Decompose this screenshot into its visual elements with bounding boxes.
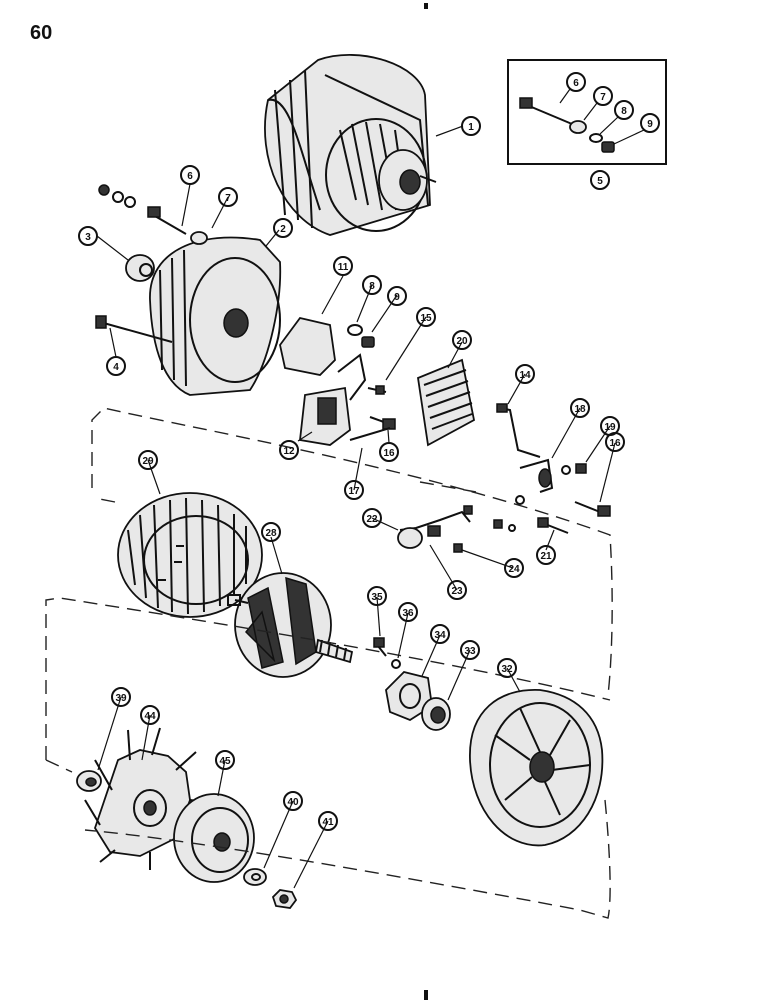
callout-41: 41 bbox=[318, 811, 338, 831]
callout-2: 2 bbox=[273, 218, 293, 238]
alternator-assembly bbox=[264, 54, 437, 236]
svg-text:4: 4 bbox=[113, 362, 119, 373]
page-number: 60 bbox=[30, 22, 53, 44]
svg-text:8: 8 bbox=[621, 106, 627, 117]
callout-22: 22 bbox=[362, 508, 382, 528]
callout-36: 36 bbox=[398, 602, 418, 622]
callout-6: 6 bbox=[180, 165, 200, 185]
callout-21: 21 bbox=[536, 545, 556, 565]
callout-4: 4 bbox=[106, 356, 126, 376]
bearing-retainer-set bbox=[373, 637, 451, 731]
svg-text:18: 18 bbox=[574, 404, 586, 415]
terminal-hardware-right bbox=[496, 403, 611, 534]
callout-45: 45 bbox=[215, 750, 235, 770]
callout-34: 34 bbox=[430, 624, 450, 644]
diode-trio-and-screws bbox=[397, 505, 516, 553]
callout-40: 40 bbox=[283, 791, 303, 811]
callout-8: 8 bbox=[362, 275, 382, 295]
svg-text:5: 5 bbox=[597, 176, 603, 187]
fan-pulley-set bbox=[76, 727, 298, 909]
svg-text:45: 45 bbox=[219, 756, 231, 767]
callout-labels: 1 2 3 4 5 6 7 8 9 11 12 14 15 16 16 17 1… bbox=[78, 72, 660, 831]
svg-text:22: 22 bbox=[366, 514, 378, 525]
svg-text:7: 7 bbox=[600, 92, 606, 103]
callout-17: 17 bbox=[344, 480, 364, 500]
callout-7: 7 bbox=[218, 187, 238, 207]
svg-text:23: 23 bbox=[451, 586, 463, 597]
svg-text:24: 24 bbox=[508, 564, 520, 575]
callout-12: 12 bbox=[279, 440, 299, 460]
callout-24: 24 bbox=[504, 558, 524, 578]
callout-3: 3 bbox=[78, 226, 98, 246]
brush-holder-and-bridge bbox=[279, 316, 396, 446]
svg-text:16: 16 bbox=[383, 448, 395, 459]
svg-text:11: 11 bbox=[338, 262, 349, 273]
svg-text:32: 32 bbox=[501, 664, 513, 675]
callout-11: 11 bbox=[333, 256, 353, 276]
callout-23: 23 bbox=[447, 580, 467, 600]
svg-text:2: 2 bbox=[280, 224, 286, 235]
svg-text:17: 17 bbox=[348, 486, 360, 497]
stator bbox=[117, 492, 263, 618]
inset-callout-6: 6 bbox=[566, 72, 586, 92]
svg-text:3: 3 bbox=[85, 232, 91, 243]
svg-text:36: 36 bbox=[402, 608, 414, 619]
slip-ring-end-frame bbox=[149, 236, 282, 396]
svg-text:39: 39 bbox=[115, 693, 127, 704]
svg-text:34: 34 bbox=[434, 630, 446, 641]
svg-text:7: 7 bbox=[225, 193, 231, 204]
svg-text:21: 21 bbox=[540, 551, 552, 562]
svg-text:20: 20 bbox=[456, 336, 468, 347]
svg-text:35: 35 bbox=[371, 592, 383, 603]
callout-18: 18 bbox=[570, 398, 590, 418]
svg-text:14: 14 bbox=[519, 370, 531, 381]
top-tick-mark bbox=[424, 3, 428, 9]
callout-32: 32 bbox=[497, 658, 517, 678]
callout-28: 28 bbox=[261, 522, 281, 542]
callout-16-left: 16 bbox=[379, 442, 399, 462]
inset-callout-8: 8 bbox=[614, 100, 634, 120]
inset-callout-7: 7 bbox=[593, 86, 613, 106]
callout-44: 44 bbox=[140, 705, 160, 725]
drive-end-dashed-outline bbox=[45, 597, 611, 919]
kit-inset-parts bbox=[519, 97, 615, 153]
callout-15: 15 bbox=[416, 307, 436, 327]
svg-text:6: 6 bbox=[187, 171, 193, 182]
svg-text:16: 16 bbox=[609, 438, 621, 449]
callout-39: 39 bbox=[111, 687, 131, 707]
callout-35: 35 bbox=[367, 586, 387, 606]
svg-text:41: 41 bbox=[322, 817, 334, 828]
svg-text:12: 12 bbox=[283, 446, 295, 457]
callout-9: 9 bbox=[387, 286, 407, 306]
svg-text:19: 19 bbox=[604, 422, 616, 433]
callout-20: 20 bbox=[452, 330, 472, 350]
callout-5: 5 bbox=[590, 170, 610, 190]
callout-14: 14 bbox=[515, 364, 535, 384]
kit-inset-box bbox=[507, 59, 667, 165]
callout-19: 19 bbox=[600, 416, 620, 436]
svg-text:15: 15 bbox=[420, 313, 432, 324]
bottom-tick-mark bbox=[424, 990, 428, 1000]
svg-text:29: 29 bbox=[142, 456, 154, 467]
inset-callout-9: 9 bbox=[640, 113, 660, 133]
callout-33: 33 bbox=[460, 640, 480, 660]
callout-29: 29 bbox=[138, 450, 158, 470]
callout-1: 1 bbox=[461, 116, 481, 136]
svg-text:44: 44 bbox=[144, 711, 156, 722]
svg-text:40: 40 bbox=[287, 797, 299, 808]
svg-text:6: 6 bbox=[573, 78, 579, 89]
svg-text:33: 33 bbox=[464, 646, 476, 657]
svg-text:9: 9 bbox=[394, 292, 400, 303]
svg-text:28: 28 bbox=[265, 528, 277, 539]
stator-assembly-dashed-outline bbox=[91, 407, 613, 696]
svg-text:8: 8 bbox=[369, 281, 375, 292]
rectifier-bridge bbox=[417, 358, 476, 447]
rotor-assembly-dashed-outline bbox=[94, 481, 477, 503]
mounting-hardware bbox=[95, 184, 208, 343]
drive-end-frame bbox=[469, 689, 604, 847]
svg-text:9: 9 bbox=[647, 119, 653, 130]
rotor bbox=[227, 572, 354, 678]
svg-text:1: 1 bbox=[468, 122, 474, 133]
